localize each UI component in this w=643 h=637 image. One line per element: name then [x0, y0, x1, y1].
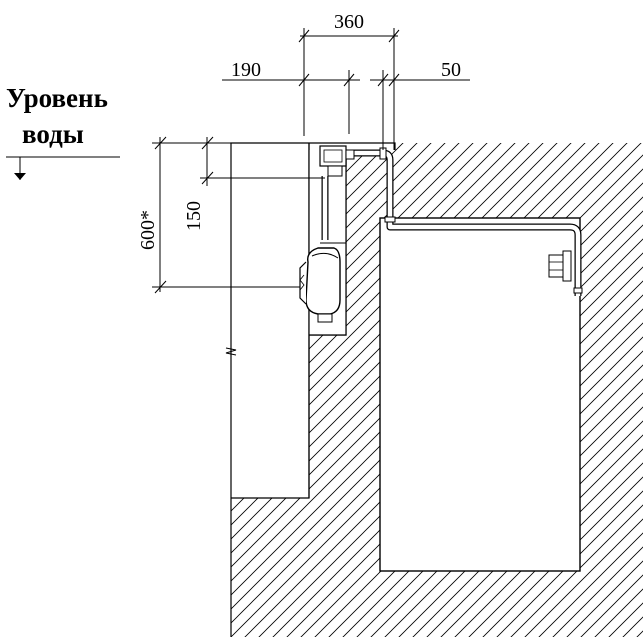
water-level-label-line2: воды [22, 119, 84, 149]
pipe-flange [573, 287, 583, 294]
dim-50-label: 50 [441, 59, 461, 81]
dimension-lines [6, 28, 470, 294]
dim-150-label: 150 [183, 201, 205, 231]
water-level-arrow [14, 173, 26, 180]
dim-190-label: 190 [231, 59, 261, 81]
technical-chamber [379, 217, 581, 572]
water-level-label-line1: Уровень [6, 83, 108, 113]
underwater-lamp [299, 247, 341, 323]
wall-fitting [548, 250, 572, 282]
break-mark [225, 347, 237, 356]
junction-box [319, 145, 355, 177]
dim-600-label: 600* [137, 210, 159, 250]
pipe-flange [384, 216, 396, 223]
dim-360-label: 360 [334, 11, 364, 33]
pool-wall-inner [231, 143, 310, 499]
